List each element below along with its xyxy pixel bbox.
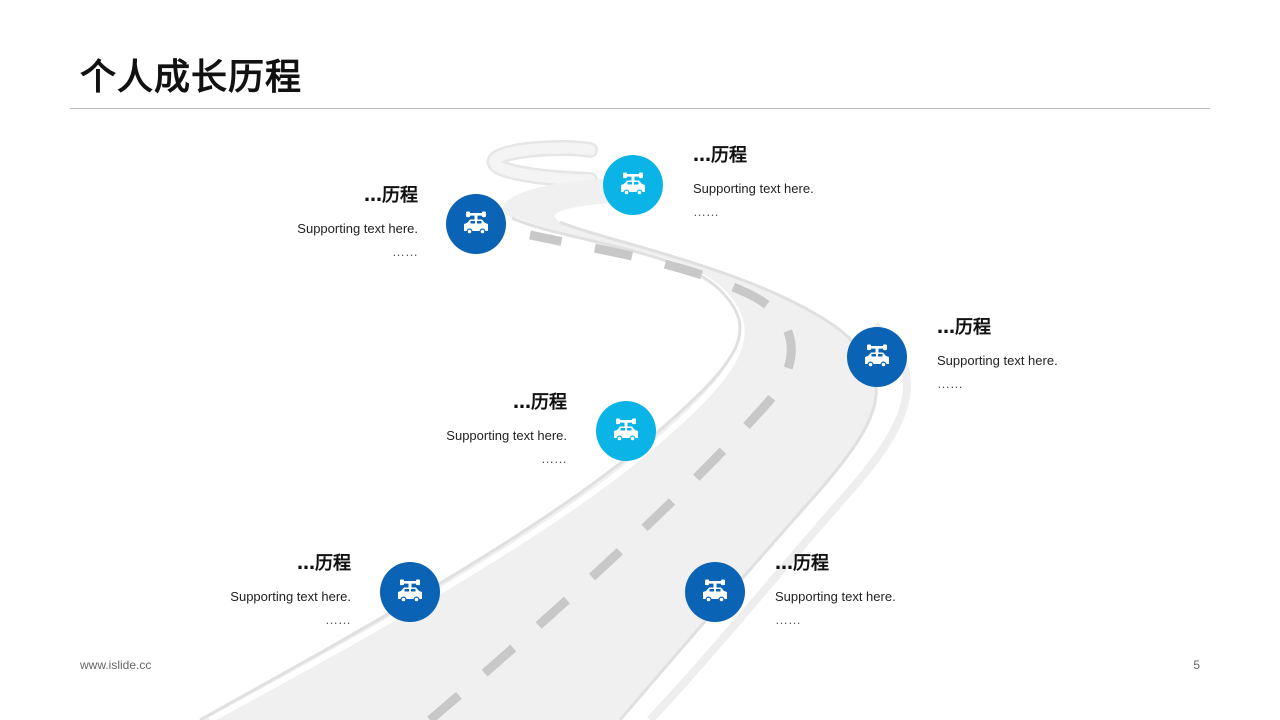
car-repair-icon — [699, 578, 731, 606]
title-divider — [70, 108, 1210, 109]
slide-title: 个人成长历程 — [80, 57, 303, 98]
page-number: 5 — [1193, 658, 1200, 672]
car-repair-icon — [610, 417, 642, 445]
milestone-marker-4 — [596, 401, 656, 461]
milestone-ellipsis: …… — [541, 451, 567, 466]
footer-url: www.islide.cc — [80, 658, 152, 672]
car-repair-icon — [861, 343, 893, 371]
milestone-text: Supporting text here. — [775, 589, 896, 604]
milestone-3: …历程 Supporting text here. …… — [937, 317, 1137, 391]
milestone-text: Supporting text here. — [230, 589, 351, 604]
milestone-marker-1 — [446, 194, 506, 254]
milestone-text: Supporting text here. — [937, 353, 1058, 368]
car-repair-icon — [394, 578, 426, 606]
milestone-title: …历程 — [297, 553, 351, 574]
milestone-5: …历程 Supporting text here. …… — [151, 553, 351, 627]
milestone-ellipsis: …… — [325, 612, 351, 627]
milestone-title: …历程 — [364, 185, 418, 206]
milestone-4: …历程 Supporting text here. …… — [367, 392, 567, 466]
milestone-marker-6 — [685, 562, 745, 622]
milestone-text: Supporting text here. — [693, 181, 814, 196]
milestone-text: Supporting text here. — [297, 221, 418, 236]
milestone-2: …历程 Supporting text here. …… — [693, 145, 893, 219]
milestone-ellipsis: …… — [693, 204, 719, 219]
milestone-ellipsis: …… — [937, 376, 963, 391]
milestone-ellipsis: …… — [392, 244, 418, 259]
milestone-marker-3 — [847, 327, 907, 387]
milestone-marker-5 — [380, 562, 440, 622]
milestone-title: …历程 — [513, 392, 567, 413]
milestone-title: …历程 — [693, 145, 747, 166]
milestone-1: …历程 Supporting text here. …… — [218, 185, 418, 259]
milestone-ellipsis: …… — [775, 612, 801, 627]
car-repair-icon — [617, 171, 649, 199]
milestone-title: …历程 — [775, 553, 829, 574]
milestone-marker-2 — [603, 155, 663, 215]
milestone-6: …历程 Supporting text here. …… — [775, 553, 975, 627]
milestone-title: …历程 — [937, 317, 991, 338]
milestone-text: Supporting text here. — [446, 428, 567, 443]
car-repair-icon — [460, 210, 492, 238]
